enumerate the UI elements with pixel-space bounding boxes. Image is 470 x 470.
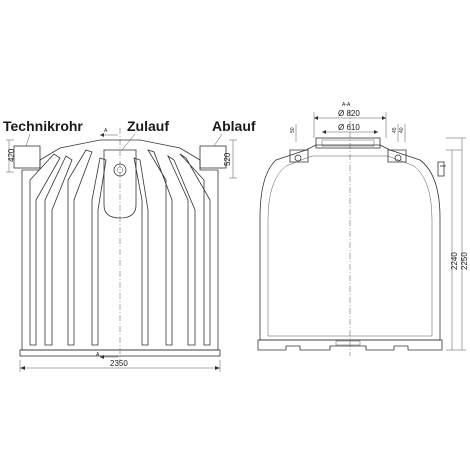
section-mark-top: A [104,128,108,134]
right-bolt [394,154,402,162]
dim-arrow-2350-left [20,366,25,370]
section-mark-bottom: A [96,352,100,358]
dim-2250: 2250 [460,252,469,270]
zulauf-label: Zulauf [127,118,169,134]
dim-arrow-820-right [382,116,386,120]
dim-arrow-820-left [314,116,318,120]
dim-arrow-610-right [374,130,378,134]
dim-40: 40 [399,127,405,133]
dim-420: 420 [7,148,16,162]
dim-arrow-2350-right [215,366,220,370]
dim-820: Ø 820 [338,109,360,118]
technikrohr-label: Technikrohr [3,118,83,134]
front-view: A A 420 520 2350 Technikrohr Zulauf Abla… [3,118,256,372]
dome-neck-inner [321,139,375,147]
section-view-outline [259,144,441,341]
section-view: A-A Ø 820 Ø 610 50 45 40 2240 2250 [257,102,469,356]
dim-2350: 2350 [110,359,128,368]
right-flange [387,149,407,163]
left-flange [289,149,309,163]
ablauf-leader [213,133,223,147]
front-view-ribs [29,149,211,346]
dim-520: 520 [223,152,232,166]
zulauf-leader [121,133,136,151]
section-view-inner-wall [267,155,433,337]
base-center-slot [335,340,361,346]
right-nozzle-body [437,161,445,177]
section-arrowhead-top [100,133,104,137]
dim-45: 45 [392,127,398,133]
technikrohr-pipe [13,145,41,169]
ablauf-label: Ablauf [212,118,256,134]
technikrohr-leader [25,133,31,147]
section-arrowhead-bottom [100,355,104,359]
section-aa-label: A-A [342,102,351,108]
left-bolt [294,154,302,162]
dim-50: 50 [290,127,296,133]
dome-neck [315,137,381,149]
dim-610: Ø 610 [338,123,360,132]
dim-2240: 2240 [450,252,459,270]
dim-arrow-610-left [322,130,326,134]
section-view-base [257,339,443,351]
ablauf-pipe [199,145,227,169]
